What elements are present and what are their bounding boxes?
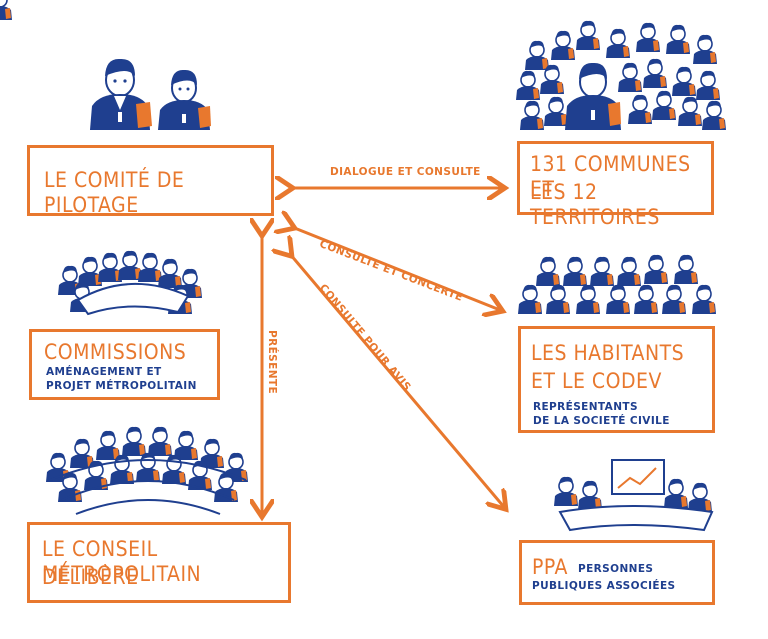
council-amphitheater-icon [45,426,249,515]
commissions-box: COMMISSIONS AMÉNAGEMENT ET PROJET MÉTROP… [29,329,220,400]
comite-title: LE COMITÉ DE PILOTAGE [44,168,185,217]
citizens-group-icon [517,254,717,315]
crowd-of-mayors-icon [0,0,727,131]
presentation-meeting-icon [553,459,714,532]
two-elected-officials-icon [90,58,211,130]
habitants-box: LES HABITANTS ET LE CODEV REPRÉSENTANTS … [518,326,715,433]
ppa-subtitle-1: PERSONNES [578,563,654,575]
conseil-title-1: LE CONSEIL MÉTROPOLITAIN [42,537,202,586]
habitants-subtitle-2: DE LA SOCIETÉ CIVILE [533,415,670,427]
commissions-subtitle-1: AMÉNAGEMENT ET [46,366,162,378]
meeting-table-icon [57,250,203,316]
habitants-title-1: LES HABITANTS [531,341,685,365]
ppa-subtitle-2: PUBLIQUES ASSOCIÉES [532,580,676,592]
communes-box: 131 COMMUNES ET LES 12 TERRITOIRES [517,141,714,229]
communes-title-2: LES 12 TERRITOIRES [530,180,660,229]
arrow-label-presente: PRÉSENTE [266,330,278,395]
ppa-title: PPA [532,555,568,579]
ppa-box: PPA PERSONNES PUBLIQUES ASSOCIÉES [519,540,715,605]
conseil-box: LE CONSEIL MÉTROPOLITAIN DÉLIBÈRE [27,522,291,603]
communes-title-1: 131 COMMUNES ET [530,152,691,201]
conseil-title-2: DÉLIBÈRE [42,565,139,589]
habitants-title-2: ET LE CODEV [531,369,662,393]
commissions-title: COMMISSIONS [44,340,187,364]
commissions-subtitle-2: PROJET MÉTROPOLITAIN [46,380,197,392]
comite-box: LE COMITÉ DE PILOTAGE [27,145,274,217]
arrow-avis [290,254,504,507]
arrow-label-dialogue: DIALOGUE ET CONSULTE [330,166,481,178]
habitants-subtitle-1: REPRÉSENTANTS [533,401,638,413]
